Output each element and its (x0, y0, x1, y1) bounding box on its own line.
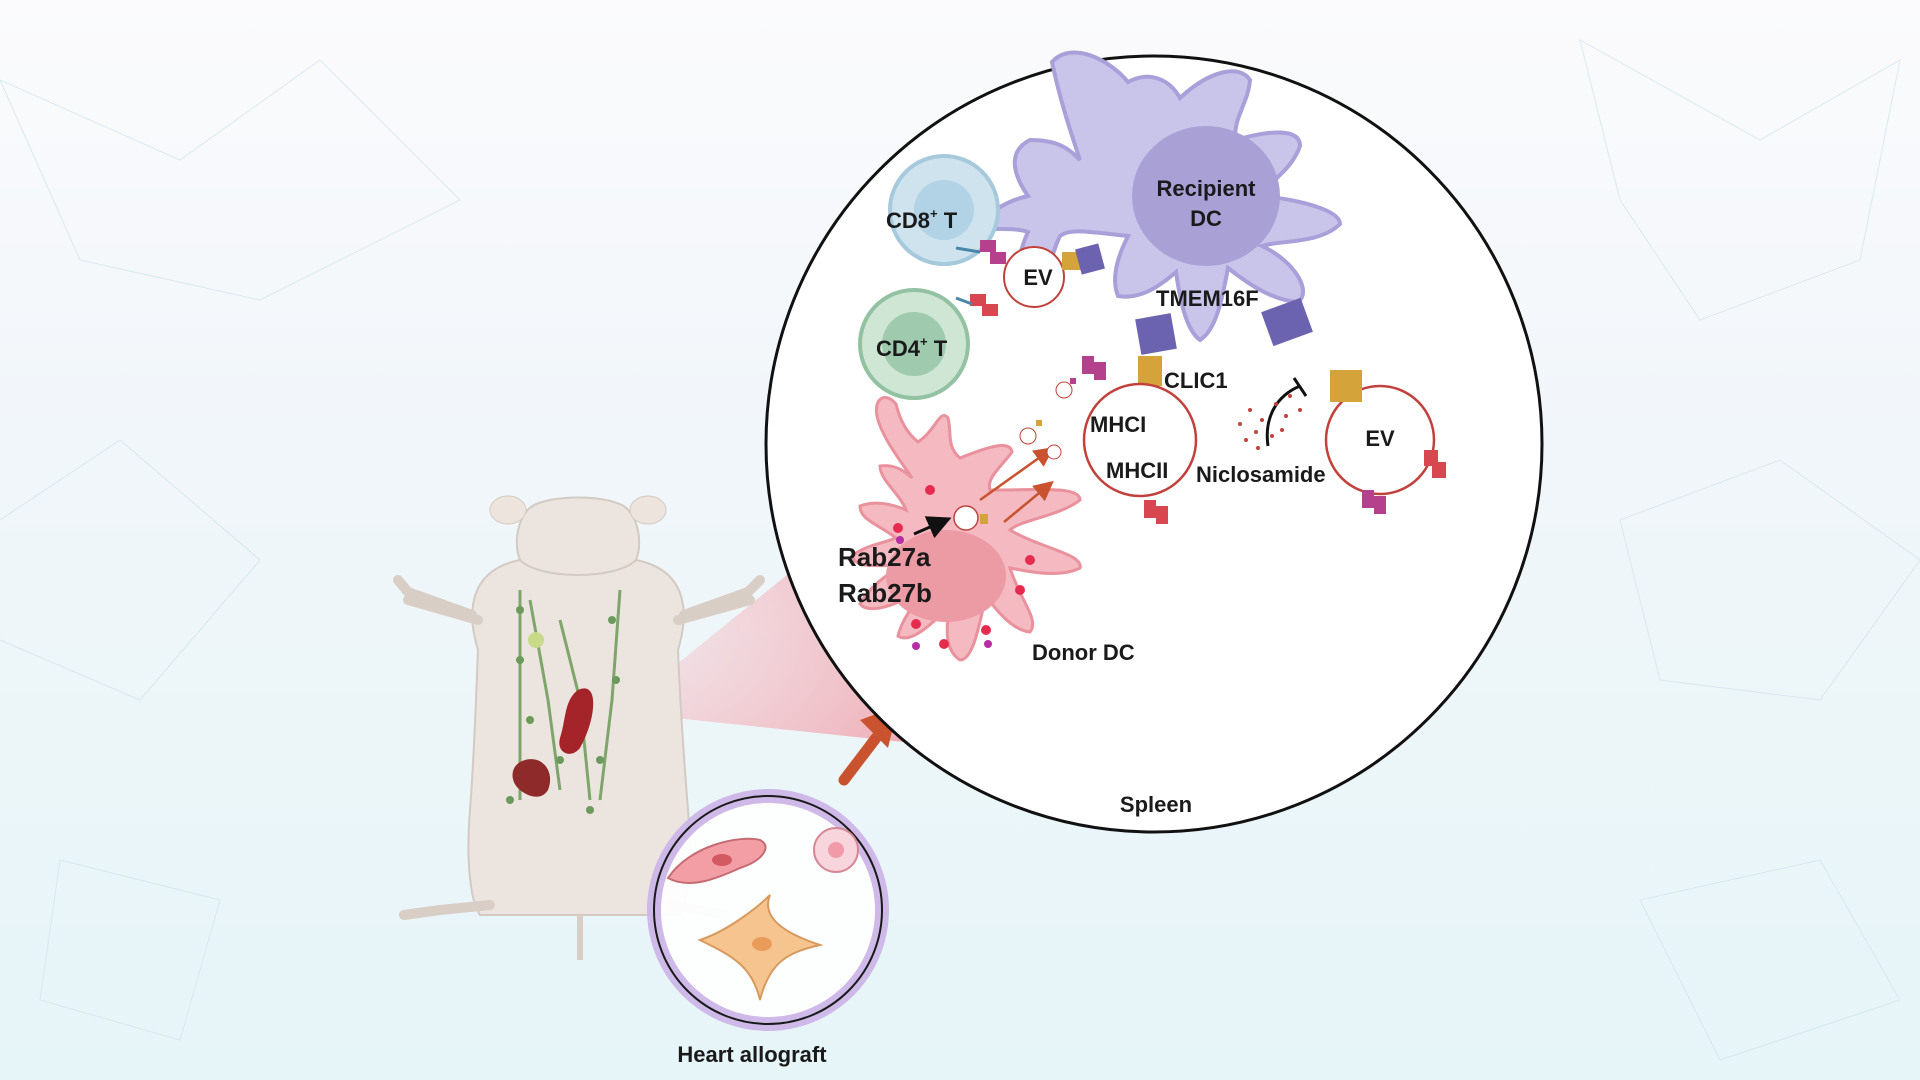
recipient-dc-label-line2: DC (1190, 206, 1222, 231)
migration-arrow (838, 732, 882, 786)
recipient-dc-label-line1: Recipient (1156, 176, 1256, 201)
cd8-t-cell (888, 154, 1000, 266)
spleen-label: Spleen (1120, 792, 1192, 817)
ev-right (1324, 370, 1446, 514)
mhci-label: MHCI (1090, 412, 1146, 437)
clic1-label: CLIC1 (1164, 368, 1228, 393)
rab27b-label: Rab27b (838, 578, 932, 608)
heart-allograft-inset (647, 789, 889, 1031)
cd4-label: CD4+ T (876, 334, 948, 361)
niclosamide-inhibition (1238, 377, 1308, 450)
cd8-label: CD8+ T (886, 206, 958, 233)
mouse-heart (512, 759, 551, 797)
tmem16f-clic1-complex (1135, 297, 1313, 386)
donor-ev-release (913, 378, 1076, 539)
niclosamide-label: Niclosamide (1196, 462, 1326, 487)
ev-left-label: EV (1023, 265, 1053, 290)
tmem16f-label: TMEM16F (1156, 286, 1259, 311)
ev-right-label: EV (1365, 426, 1395, 451)
rab27a-label: Rab27a (838, 542, 931, 572)
background-network (0, 39, 1920, 1061)
heart-allograft-label: Heart allograft (677, 1042, 827, 1067)
cd4-t-cell (858, 288, 970, 400)
mouse-spleen (559, 688, 594, 754)
ev-center (1082, 356, 1198, 524)
ev-docked-left (955, 240, 1105, 316)
mhcii-label: MHCII (1106, 458, 1168, 483)
recipient-dc-cell (977, 50, 1343, 343)
donor-dc-label: Donor DC (1032, 640, 1135, 665)
